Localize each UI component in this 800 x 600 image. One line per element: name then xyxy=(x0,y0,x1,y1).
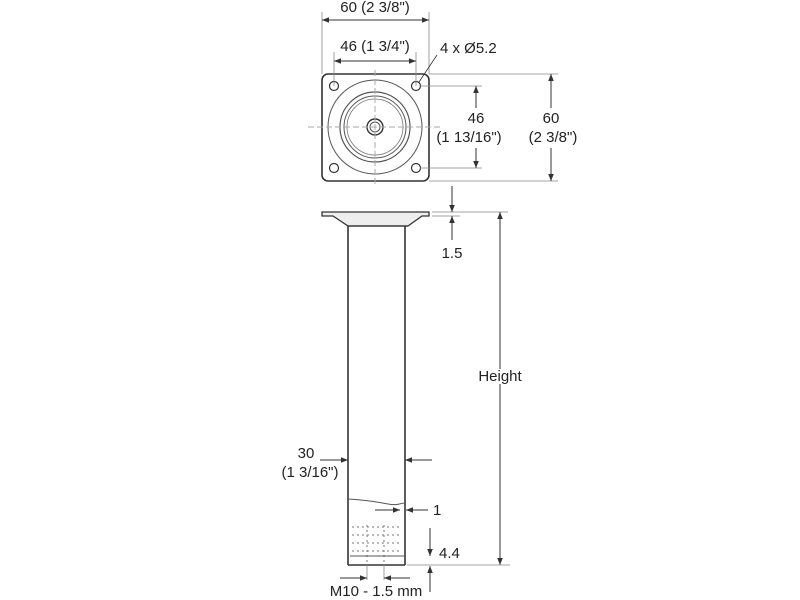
label-tube-diameter-inch: (1 3/16") xyxy=(281,464,339,481)
label-plate-height-inch: (2 3/8") xyxy=(528,129,578,146)
dim-height xyxy=(407,212,510,566)
dim-plate-height xyxy=(429,73,558,182)
holes-leader xyxy=(418,54,438,83)
label-thread-size: M10 - 1.5 mm xyxy=(329,583,423,600)
label-holes: 4 x Ø5.2 xyxy=(440,40,497,57)
label-hole-spacing-v-inch: (1 13/16") xyxy=(436,129,502,146)
label-wall-thickness: 1 xyxy=(433,502,442,519)
dim-thread-size xyxy=(340,565,410,581)
label-plate-thickness: 1.5 xyxy=(441,245,463,262)
dim-hole-spacing-v xyxy=(420,85,482,169)
label-hole-spacing-v-value: 46 xyxy=(467,110,485,127)
dim-hole-spacing-h xyxy=(333,52,417,86)
side-view-leg xyxy=(321,211,430,566)
label-plate-width: 60 (2 3/8") xyxy=(340,0,410,16)
label-tube-diameter-value: 30 xyxy=(297,445,315,462)
dim-plate-width xyxy=(321,12,430,74)
label-hole-spacing-h: 46 (1 3/4") xyxy=(340,38,410,55)
label-thread-depth: 4.4 xyxy=(439,545,460,562)
label-height: Height xyxy=(476,368,524,385)
dim-plate-thickness xyxy=(432,186,508,240)
label-plate-height-value: 60 xyxy=(542,110,560,127)
thread-pattern xyxy=(352,525,402,565)
